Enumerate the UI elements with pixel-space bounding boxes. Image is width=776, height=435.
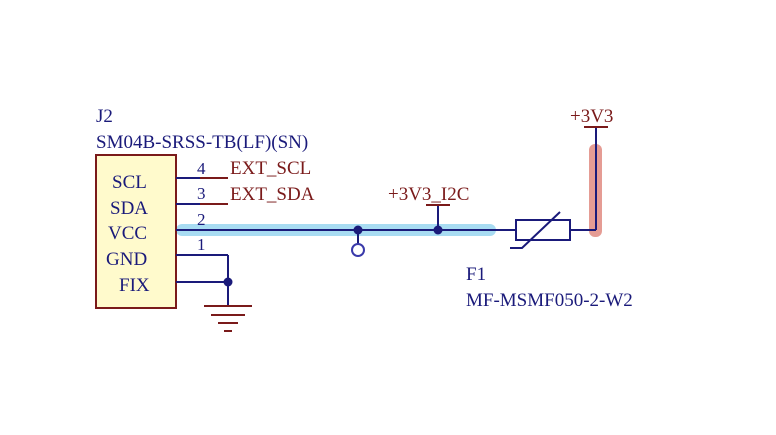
pin-name-scl: SCL bbox=[112, 172, 147, 193]
net-label-ext-sda: EXT_SDA bbox=[230, 184, 315, 205]
pin-number-3: 3 bbox=[197, 184, 206, 203]
wires bbox=[176, 127, 597, 306]
test-point-icon[interactable] bbox=[351, 243, 365, 257]
net-bars bbox=[200, 126, 608, 206]
pin-name-fix: FIX bbox=[119, 275, 150, 296]
pin-number-1: 1 bbox=[197, 235, 206, 254]
connector-designator: J2 bbox=[96, 106, 113, 127]
ground-icon bbox=[204, 305, 252, 332]
net-label-ext-scl: EXT_SCL bbox=[230, 158, 311, 179]
connector-j2[interactable]: J2 SM04B-SRSS-TB(LF)(SN) SCL SDA VCC GND… bbox=[95, 106, 308, 309]
fuse-designator: F1 bbox=[466, 264, 486, 285]
junction-dot-i2c bbox=[433, 225, 443, 235]
junction-dot-testpoint bbox=[353, 225, 363, 235]
pin-number-2: 2 bbox=[197, 210, 206, 229]
fuse-part-number: MF-MSMF050-2-W2 bbox=[466, 290, 633, 311]
fuse-body bbox=[515, 219, 571, 241]
junction-dot-gnd bbox=[223, 277, 233, 287]
connector-body bbox=[95, 154, 177, 309]
pin-name-gnd: GND bbox=[106, 249, 147, 270]
net-label-3v3-i2c: +3V3_I2C bbox=[388, 184, 469, 205]
pin-name-vcc: VCC bbox=[108, 223, 147, 244]
pin-number-4: 4 bbox=[197, 159, 206, 178]
pin-name-sda: SDA bbox=[110, 198, 148, 219]
net-label-3v3: +3V3 bbox=[570, 106, 613, 127]
fuse-f1[interactable]: F1 MF-MSMF050-2-W2 bbox=[466, 211, 633, 311]
ptc-icon bbox=[510, 211, 561, 249]
connector-part-number: SM04B-SRSS-TB(LF)(SN) bbox=[96, 132, 308, 153]
